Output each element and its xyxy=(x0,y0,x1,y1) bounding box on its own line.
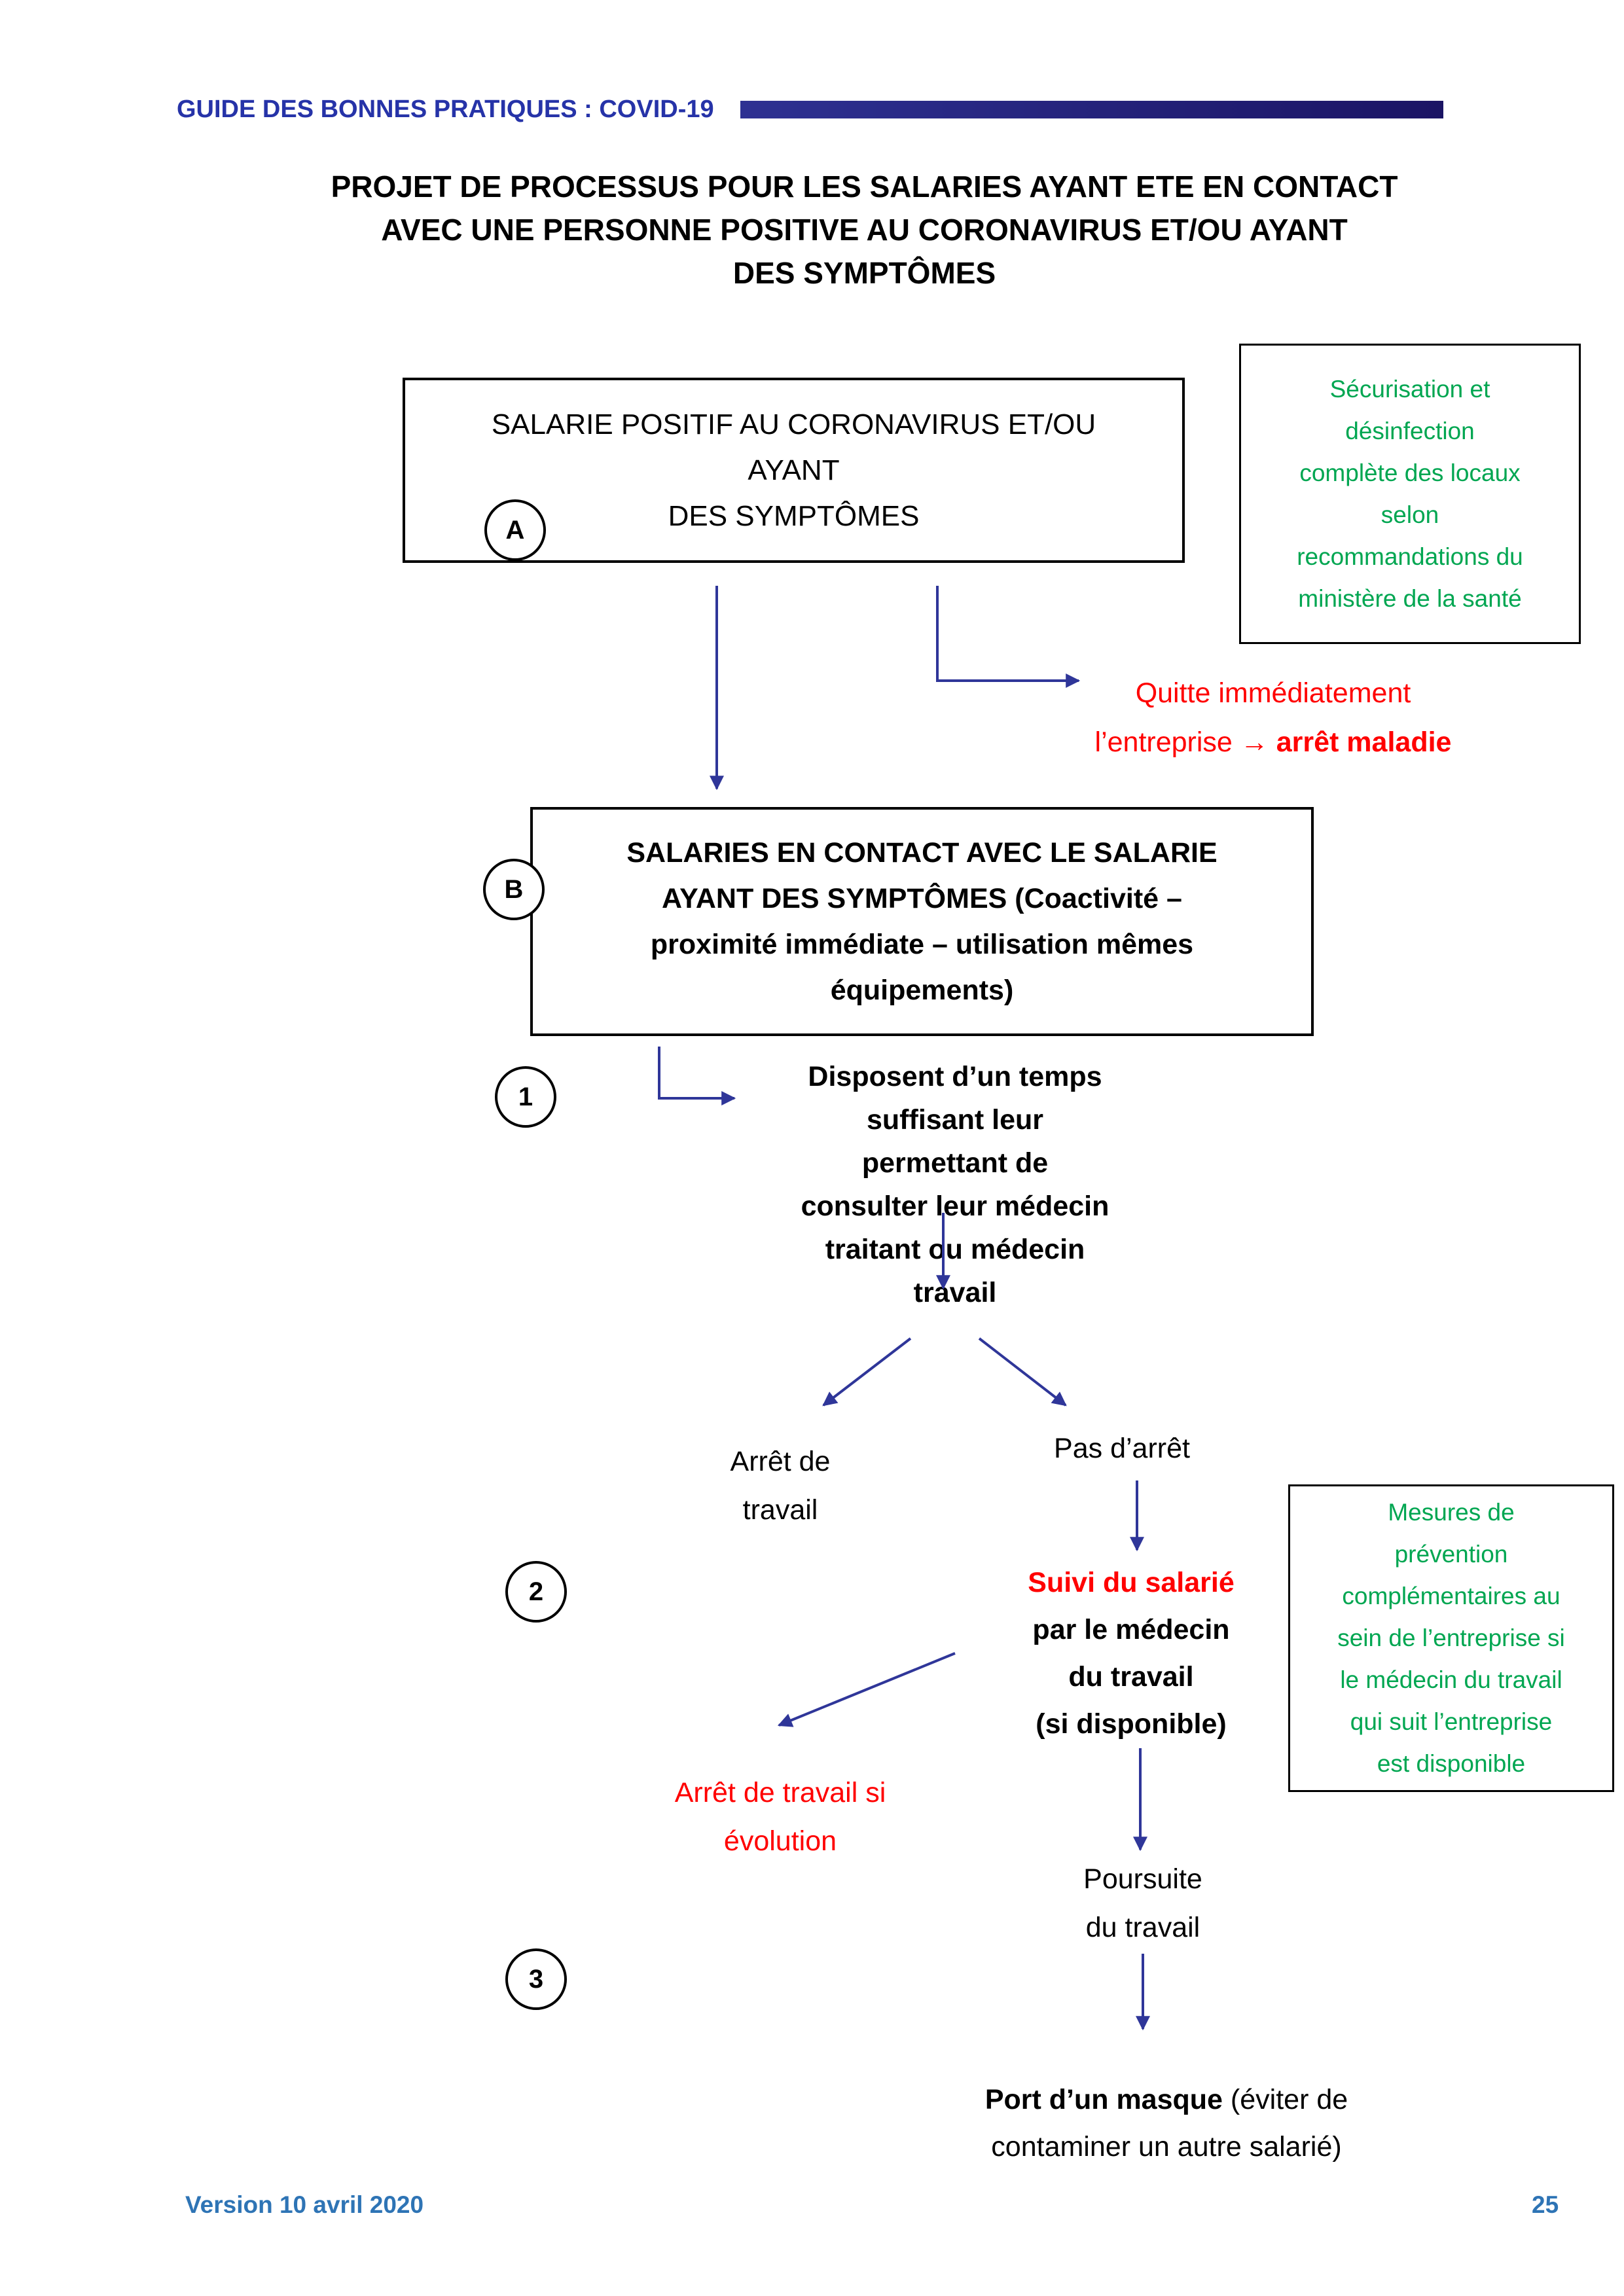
exit-note: Quitte immédiatement l’entreprise → arrê… xyxy=(1083,669,1463,767)
masque-normal: (éviter de contaminer un autre salarié) xyxy=(991,2084,1348,2162)
footer-page-number: 25 xyxy=(1532,2191,1559,2218)
badge-1: 1 xyxy=(495,1066,556,1128)
footer-version: Version 10 avril 2020 xyxy=(185,2191,424,2218)
arrow-suivi-to-arret-evolution xyxy=(777,1652,956,1727)
arrow-split-right xyxy=(978,1337,1067,1407)
exit-note-bold: arrêt maladie xyxy=(1268,726,1452,758)
arrow-split-left xyxy=(822,1337,912,1407)
badge-a: A xyxy=(484,499,546,561)
right-arrow-icon: → xyxy=(1240,726,1269,758)
badge-2: 2 xyxy=(505,1561,567,1623)
badge-b: B xyxy=(483,859,545,920)
header-title: GUIDE DES BONNES PRATIQUES : COVID-19 xyxy=(177,96,714,123)
arrow-b-to-step1 xyxy=(658,1047,736,1105)
pas-darret-text: Pas d’arrêt xyxy=(1054,1433,1190,1464)
document-title: PROJET DE PROCESSUS POUR LES SALARIES AY… xyxy=(331,170,1398,290)
suivi-highlight: Suivi du salarié xyxy=(1028,1567,1235,1598)
badge-3: 3 xyxy=(505,1948,567,2010)
exit-note-text: Quitte immédiatement l’entreprise xyxy=(1094,677,1411,758)
masque-bold: Port d’un masque xyxy=(984,2084,1223,2115)
header-bar xyxy=(740,101,1443,118)
arrow-a-to-exit xyxy=(936,586,1081,688)
masque-text: Port d’un masque (éviter de contaminer u… xyxy=(950,2076,1382,2170)
